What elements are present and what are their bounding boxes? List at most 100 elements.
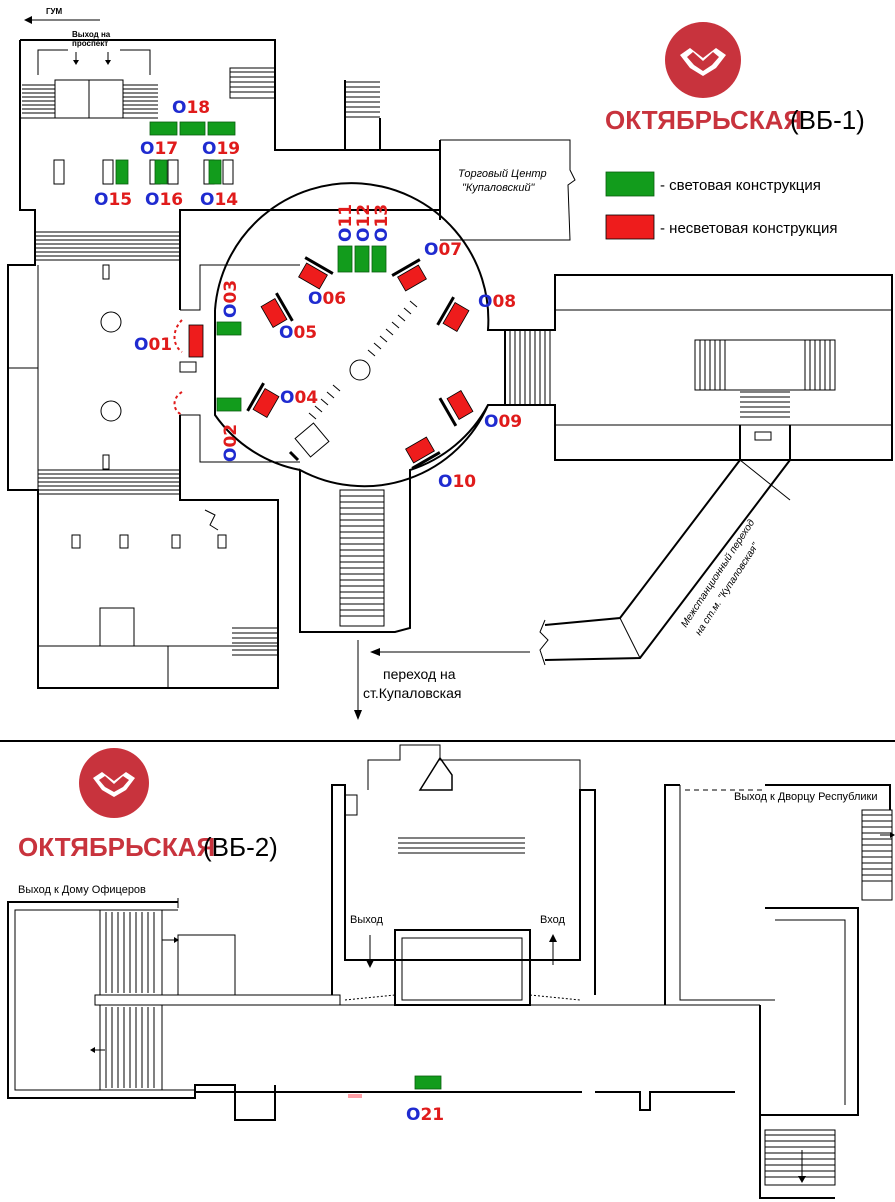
arrow-down-icon	[354, 710, 362, 720]
central-hall-wall	[331, 784, 596, 995]
vestibule-title: (ВБ-1)	[790, 105, 865, 135]
passage-break	[539, 619, 549, 666]
transfer-label-2: ст.Купаловская	[363, 685, 461, 701]
ad-structure-10[interactable]	[402, 435, 441, 470]
exit-palace-label: Выход к Дворцу Республики	[734, 791, 877, 803]
turnstiles-right	[529, 994, 581, 1001]
rotunda-wall	[214, 182, 506, 633]
stairs-north-left	[230, 71, 275, 93]
ad-structure-16[interactable]	[154, 159, 168, 185]
ad-structure-06[interactable]	[295, 256, 334, 291]
arrow-right-icon	[174, 937, 179, 943]
side-post	[344, 794, 358, 816]
pillar	[171, 534, 181, 549]
left-lower-room	[180, 414, 300, 463]
legend-swatch-light	[605, 171, 655, 197]
legend-swatch-nonlight	[605, 214, 655, 240]
crossbeam	[94, 994, 341, 1006]
stairs-bottom-right	[764, 1129, 836, 1186]
pillar	[102, 264, 110, 280]
label-18: O18	[172, 98, 210, 118]
escalator-left-upper	[99, 909, 163, 996]
arrow-down-icon	[798, 1176, 806, 1183]
central-block	[394, 929, 531, 1006]
ad-structure-21[interactable]	[414, 1075, 442, 1090]
metro-logo	[665, 22, 741, 98]
legend-light-text: - световая конструкция	[660, 177, 821, 194]
escalator-diagonal-upper	[367, 300, 418, 357]
east-stairs-box	[694, 339, 836, 391]
label-05: O05	[279, 323, 317, 343]
escalator-left-lower	[99, 1004, 163, 1091]
exit-bracket-right	[120, 49, 151, 75]
ad-structure-13[interactable]	[371, 245, 387, 273]
stairs-bottom-steps	[765, 1134, 835, 1178]
station-title: ОКТЯБРЬСКАЯ	[605, 105, 802, 135]
column-round	[100, 311, 122, 333]
pillar	[53, 159, 65, 185]
arrow-down-icon	[105, 60, 111, 65]
exit-bracket-left	[37, 49, 68, 75]
label-04: O04	[280, 388, 318, 408]
east-stairs-r	[804, 340, 831, 390]
marker-bar	[288, 450, 300, 462]
passage-wall-right	[544, 425, 791, 661]
doors-dashed	[173, 319, 183, 416]
metro-logo-bottom	[79, 748, 149, 818]
wall-mid	[179, 209, 440, 310]
ad-structure-07[interactable]	[391, 258, 430, 293]
label-16: O16	[145, 190, 183, 210]
bottom-plan: ОКТЯБРЬСКАЯ (ВБ-2) Выход к Дому Офицеров…	[7, 744, 895, 1199]
ad-structure-18[interactable]	[179, 121, 206, 136]
exit-officers-label: Выход к Дому Офицеров	[18, 884, 146, 896]
exit-avenue-line2: проспект	[72, 39, 108, 48]
ad-structure-03[interactable]	[216, 321, 242, 336]
ad-structure-02[interactable]	[216, 397, 242, 412]
ad-structure-15[interactable]	[115, 159, 129, 185]
label-14: O14	[200, 190, 238, 210]
ad-structure-19[interactable]	[207, 121, 236, 136]
mall-outline	[440, 139, 576, 241]
vestibule-title-2: (ВБ-2)	[203, 832, 278, 862]
ad-structure-12[interactable]	[354, 245, 370, 273]
turnstiles-left	[344, 994, 396, 1001]
ad-structure-14[interactable]	[208, 159, 222, 185]
gum-arrow-head-icon	[24, 16, 32, 24]
ad-structure-08[interactable]	[436, 296, 471, 335]
passage-wall-left	[544, 425, 741, 626]
ad-structure-05[interactable]	[259, 292, 294, 331]
passage-south	[194, 1085, 582, 1093]
station-title-2: ОКТЯБРЬСКАЯ	[18, 832, 215, 862]
exit-label: Выход	[350, 914, 383, 926]
pillar	[71, 534, 81, 549]
arrow-right-icon	[890, 832, 895, 838]
stairs-east	[509, 330, 551, 405]
central-top	[367, 744, 581, 790]
label-06: O06	[308, 289, 346, 309]
label-21: O21	[406, 1105, 444, 1125]
east-wing	[505, 274, 893, 461]
booth	[179, 361, 197, 373]
rotunda-wall-west	[214, 310, 301, 471]
ad-structure-11[interactable]	[337, 245, 353, 273]
label-07: O07	[424, 240, 462, 260]
arrow-down-icon	[366, 960, 374, 968]
stairs-north	[345, 81, 380, 118]
gum-label: ГУМ	[46, 7, 63, 16]
bottom-left-inner	[14, 909, 195, 1091]
booth-rotated	[294, 422, 330, 458]
passage-cross2	[619, 617, 641, 659]
passage-south-right	[595, 1091, 735, 1111]
column-center	[349, 359, 371, 381]
escalator-south-steps	[340, 495, 384, 617]
label-02: O02	[221, 424, 241, 462]
legend-nonlight-text: - несветовая конструкция	[660, 220, 837, 237]
ad-structure-04[interactable]	[246, 382, 281, 421]
ad-structure-09[interactable]	[438, 387, 475, 427]
central-block-inner	[401, 937, 523, 1001]
ad-structure-01[interactable]	[188, 324, 204, 358]
ad-structure-17[interactable]	[149, 121, 178, 136]
label-10: O10	[438, 472, 476, 492]
right-wall-inner	[679, 785, 775, 1001]
label-19: O19	[202, 139, 240, 159]
